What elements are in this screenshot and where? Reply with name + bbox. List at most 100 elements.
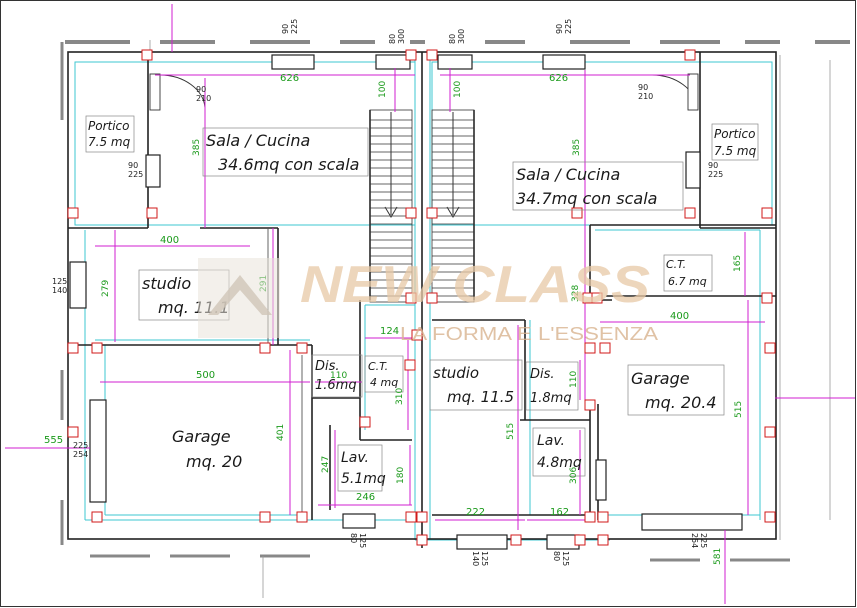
dim-279: 279 [101, 280, 111, 297]
column-marker [426, 49, 438, 61]
room-garage-left-title: Garage [172, 427, 231, 446]
dim-626-right: 626 [549, 73, 568, 84]
column-marker [404, 359, 416, 371]
room-ct-left-title: C.T. [368, 360, 388, 373]
column-marker [764, 511, 776, 523]
column-marker [764, 426, 776, 438]
room-lav-left-area: 5.1mq [341, 471, 386, 487]
column-marker [259, 342, 271, 354]
column-marker [574, 534, 586, 546]
dim-100-right: 100 [453, 81, 463, 98]
room-lav-left-title: Lav. [341, 450, 369, 466]
boundary-dashes-left [60, 42, 790, 562]
room-portico-left-title: Portico [88, 119, 130, 133]
windows [69, 54, 743, 550]
dim-306: 306 [569, 467, 579, 484]
column-marker [416, 534, 428, 546]
room-studio-right-area: mq. 11.5 [447, 388, 514, 406]
column-marker [67, 342, 79, 354]
column-marker [67, 207, 79, 219]
room-dis-left-title: Dis. [315, 359, 340, 374]
dim-247: 247 [321, 456, 331, 473]
room-garage-left-area: mq. 20 [186, 452, 242, 471]
column-marker [684, 49, 696, 61]
room-portico-right-title: Portico [714, 127, 756, 141]
dim-110-left: 110 [330, 371, 347, 381]
room-garage-right-title: Garage [631, 369, 690, 388]
dim-110-right: 110 [569, 371, 579, 388]
column-marker [91, 342, 103, 354]
room-ct-left-area: 4 mq [370, 376, 398, 389]
opening-annotation-w-bottom1: 12580 [349, 533, 367, 548]
column-marker [584, 342, 596, 354]
room-portico-left-area: 7.5 mq [88, 135, 131, 149]
room-sala-right-area: 34.7mq con scala [516, 189, 657, 208]
column-marker [405, 49, 417, 61]
dim-581: 581 [713, 548, 723, 565]
room-ct-right-area: 6.7 mq [668, 275, 707, 288]
room-dis-right-area: 1.8mq [530, 391, 572, 406]
dim-401: 401 [276, 424, 286, 441]
dim-124: 124 [380, 326, 399, 337]
column-marker [405, 207, 417, 219]
column-marker [67, 426, 79, 438]
column-marker [141, 49, 153, 61]
opening-annotation-w-top1: 90225 [281, 19, 299, 34]
watermark-tagline: LA FORMA E L'ESSENZA [400, 324, 658, 344]
room-portico-right-area: 7.5 mq [714, 144, 757, 158]
dim-515-right: 515 [734, 401, 744, 418]
room-sala-left-area: 34.6mq con scala [218, 155, 359, 174]
column-marker [359, 416, 371, 428]
room-sala-left-title: Sala / Cucina [206, 131, 310, 150]
column-marker [684, 207, 696, 219]
opening-annotation-w-top2: 80300 [388, 29, 406, 44]
dim-180: 180 [396, 467, 406, 484]
room-lav-right-title: Lav. [537, 433, 565, 449]
column-marker [584, 511, 596, 523]
dim-328: 328 [571, 285, 581, 302]
column-marker [510, 534, 522, 546]
house-logo-icon [208, 275, 272, 315]
column-marker [597, 534, 609, 546]
column-marker [146, 207, 158, 219]
column-marker [599, 342, 611, 354]
room-ct-right-title: C.T. [666, 258, 686, 271]
opening-annotation-w-bottom3: 12580 [552, 551, 570, 566]
stair-arrows [384, 112, 460, 218]
doors [149, 73, 699, 111]
dim-400-right: 400 [670, 311, 689, 322]
column-marker [91, 511, 103, 523]
room-studio-left-title: studio [142, 274, 191, 293]
dim-165: 165 [733, 255, 743, 272]
watermark-logo-box [198, 258, 280, 338]
column-marker [296, 342, 308, 354]
column-marker [405, 511, 417, 523]
column-marker [411, 329, 423, 341]
column-marker [426, 207, 438, 219]
column-marker [405, 292, 417, 304]
dim-385-left: 385 [192, 139, 202, 156]
column-marker [761, 207, 773, 219]
column-marker [259, 511, 271, 523]
room-studio-right-title: studio [433, 364, 479, 382]
column-marker [764, 342, 776, 354]
column-marker [416, 511, 428, 523]
dim-385-right: 385 [572, 139, 582, 156]
column-marker [426, 292, 438, 304]
dim-515-mid: 515 [506, 423, 516, 440]
column-marker [597, 511, 609, 523]
opening-annotation-w-garageR: 225254 [690, 533, 708, 548]
dim-162: 162 [550, 507, 569, 518]
dim-222: 222 [466, 507, 485, 518]
dim-100-left: 100 [378, 81, 388, 98]
room-sala-right-title: Sala / Cucina [516, 165, 620, 184]
dim-246: 246 [356, 492, 375, 503]
opening-annotation-w-bottom2: 125140 [471, 551, 489, 566]
column-markers [67, 49, 776, 546]
label-boxes [85, 115, 759, 492]
